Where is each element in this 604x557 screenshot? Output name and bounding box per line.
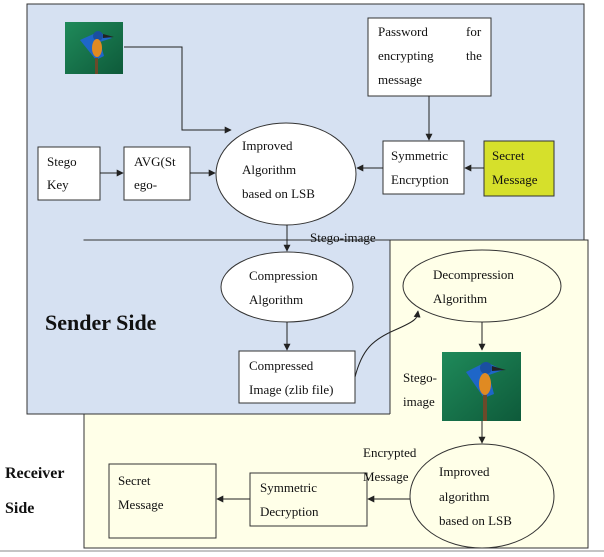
password-text-4: the <box>466 48 482 63</box>
password-text-5: message <box>378 72 423 87</box>
secret-receiver-text-1: Secret <box>118 473 151 488</box>
encrypted-message-label-1: Encrypted <box>363 445 417 460</box>
password-text-2: for <box>466 24 482 39</box>
improved-receiver-text-3: based on LSB <box>439 513 512 528</box>
encryption-text-2: Encryption <box>391 172 449 187</box>
password-text-3: encrypting <box>378 48 434 63</box>
arrow-image-to-improved <box>124 46 232 134</box>
stego-key-text-1: Stego <box>47 154 77 169</box>
decryption-text-1: Symmetric <box>260 480 318 495</box>
avg-text-1: AVG(St <box>134 154 176 169</box>
stego-key-box <box>37 146 101 201</box>
password-text-1: Password <box>378 24 428 39</box>
secret-message-receiver-box <box>108 463 217 539</box>
encrypted-message-label-2: Message <box>363 469 409 484</box>
bird-image-receiver <box>442 352 521 421</box>
receiver-label: Receiver <box>5 465 65 482</box>
secret-message-sender-box <box>483 140 555 197</box>
stego-image-label-receiver-1: Stego- <box>403 370 437 385</box>
stego-image-label-sender: Stego-image <box>310 230 376 245</box>
side-label: Side <box>5 500 35 517</box>
decompression-text-2: Algorithm <box>433 291 488 306</box>
compressed-text-2: Image (zlib file) <box>249 382 334 397</box>
compression-text-1: Compression <box>249 268 318 283</box>
arrow-compressed-to-decompression <box>354 310 421 378</box>
improved-sender-text-2: Algorithm <box>242 162 297 177</box>
stego-key-text-2: Key <box>47 177 69 192</box>
compressed-image-box <box>238 350 356 404</box>
improved-algorithm-sender-ellipse <box>215 122 357 226</box>
improved-sender-text-1: Improved <box>242 138 293 153</box>
decryption-text-2: Decryption <box>260 504 319 519</box>
bird-image-sender <box>65 22 123 74</box>
decompression-text-1: Decompression <box>433 267 514 282</box>
improved-receiver-text-1: Improved <box>439 464 490 479</box>
encryption-text-1: Symmetric <box>391 148 449 163</box>
secret-receiver-text-2: Message <box>118 497 164 512</box>
compression-text-2: Algorithm <box>249 292 304 307</box>
compressed-text-1: Compressed <box>249 358 314 373</box>
avg-text-2: ego- <box>134 177 158 192</box>
improved-sender-text-3: based on LSB <box>242 186 315 201</box>
improved-algorithm-receiver-ellipse <box>409 443 555 549</box>
secret-sender-text-1: Secret <box>492 148 525 163</box>
improved-receiver-text-2: algorithm <box>439 489 490 504</box>
symmetric-decryption-box <box>249 472 368 527</box>
symmetric-encryption-box <box>382 140 465 195</box>
stego-image-label-receiver-2: image <box>403 394 435 409</box>
secret-sender-text-2: Message <box>492 172 538 187</box>
sender-side-label: Sender Side <box>45 310 157 335</box>
